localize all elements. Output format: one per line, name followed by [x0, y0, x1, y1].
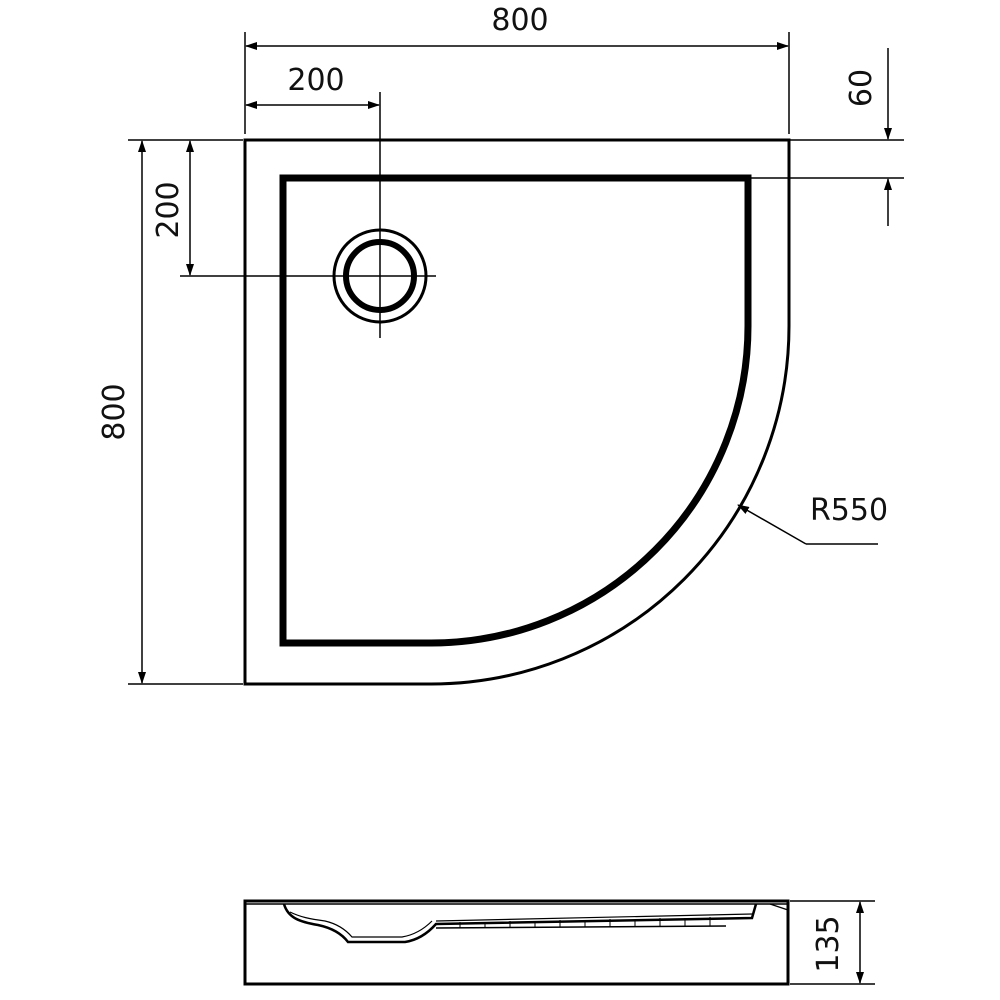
drain-channel-ribs [435, 917, 727, 929]
dimension-drain-offset-y-label: 200 [151, 181, 186, 238]
tray-basin-outline [279, 174, 752, 647]
dimension-radius: R550 [737, 493, 888, 545]
dimension-drain-offset-x-label: 200 [287, 63, 344, 98]
dimension-height: 135 [790, 900, 875, 985]
dimension-overall-depth: 800 [97, 139, 243, 685]
dimension-overall-width: 800 [244, 3, 790, 134]
basin-profile [282, 903, 758, 944]
side-view [243, 899, 790, 986]
dimension-rim-width: 60 [750, 48, 904, 226]
dimension-height-label: 135 [811, 915, 846, 972]
dimension-rim-width-label: 60 [844, 69, 879, 107]
tray-outer-outline [243, 138, 791, 686]
dimension-overall-depth-label: 800 [97, 383, 132, 440]
dimension-radius-label: R550 [810, 493, 888, 528]
plan-view [180, 92, 791, 686]
dimension-overall-width-label: 800 [491, 3, 548, 38]
dimension-drain-offset-y: 200 [151, 139, 243, 276]
side-view-outline [243, 899, 790, 986]
dimension-drain-offset-x: 200 [245, 63, 380, 109]
